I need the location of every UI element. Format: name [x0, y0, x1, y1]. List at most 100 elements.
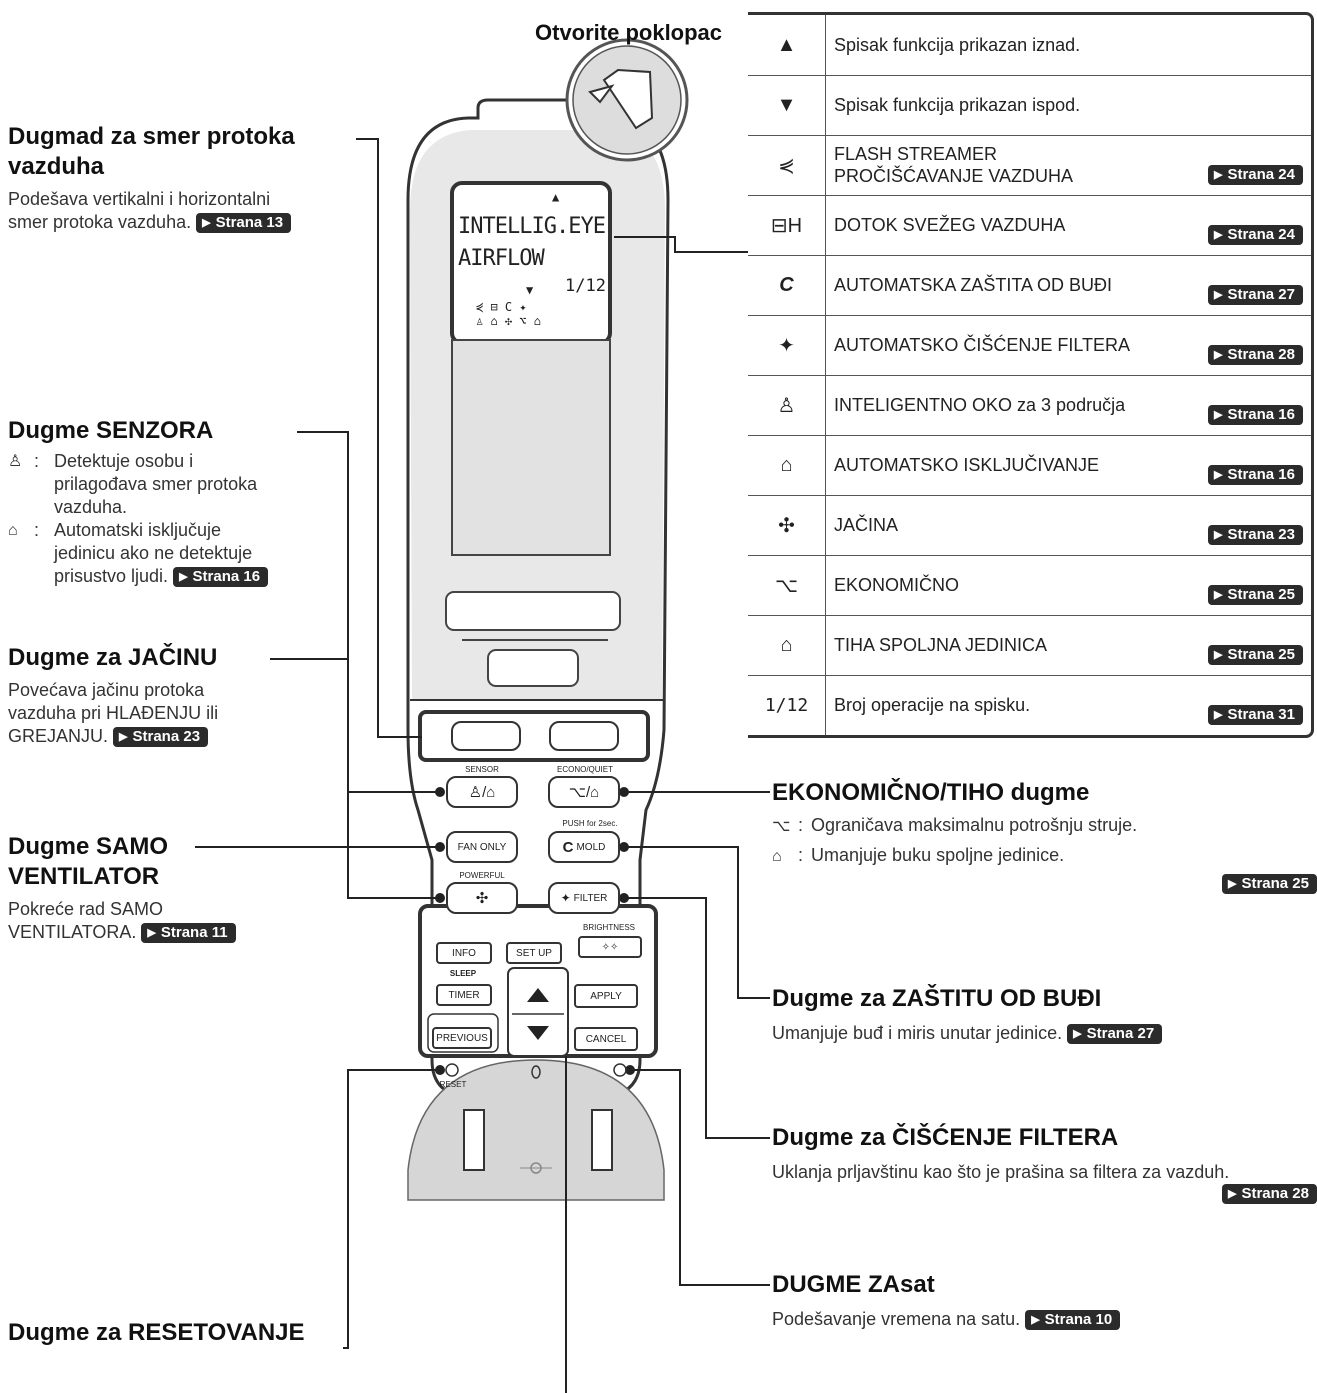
brightness-button[interactable]: ✧✧ — [578, 936, 642, 958]
table-page-badge[interactable]: Strana 28 — [1207, 345, 1303, 365]
filter-button-label: FILTER — [573, 892, 608, 904]
fan-only-desc-line2: VENTILATORA. — [8, 922, 137, 942]
sensor-item2-line2: jedinicu ako ne detektuje — [54, 543, 253, 563]
up-arrow-icon: ▲ — [748, 15, 826, 75]
table-row: ⌂ TIHA SPOLJNA JEDINICA Strana 25 — [748, 615, 1311, 676]
econo-quiet-section: EKONOMIČNO/TIHO dugme ⌥:Ograničava maksi… — [772, 778, 1317, 894]
airflow-title-line2: vazduha — [8, 153, 105, 180]
econo-label: ECONO/QUIET — [556, 765, 613, 774]
table-row-text-line2: PROČIŠĆAVANJE VAZDUHA — [834, 166, 1074, 186]
table-page-badge[interactable]: Strana 25 — [1207, 585, 1303, 605]
powerful-button[interactable]: ✣ — [446, 882, 518, 914]
quiet-icon: ⌂ — [772, 848, 782, 865]
table-row-text: DOTOK SVEŽEG VAZDUHA — [834, 215, 1066, 235]
sensor-label: SENSOR — [465, 765, 499, 774]
previous-button[interactable]: PREVIOUS — [432, 1027, 492, 1049]
table-row: ⌂ AUTOMATSKO ISKLJUČIVANJE Strana 16 — [748, 435, 1311, 496]
powerful-desc-line2: vazduha pri HLAĐENJU ili — [8, 703, 219, 723]
table-row-text: JAČINA — [834, 515, 899, 535]
fan-only-desc-line1: Pokreće rad SAMO — [8, 899, 164, 919]
table-page-badge[interactable]: Strana 23 — [1207, 525, 1303, 545]
fan-only-title-line2: VENTILATOR — [8, 863, 160, 890]
table-page-badge[interactable]: Strana 16 — [1207, 405, 1303, 425]
econo-item1: Ograničava maksimalnu potrošnju struje. — [811, 815, 1138, 835]
sensor-page-badge[interactable]: Strana 16 — [173, 567, 269, 587]
table-row: ♙ INTELIGENTNO OKO za 3 područja Strana … — [748, 375, 1311, 436]
mold-page-badge[interactable]: Strana 27 — [1067, 1024, 1163, 1044]
fan-only-page-badge[interactable]: Strana 11 — [141, 923, 236, 943]
fan-only-section: Dugme SAMO VENTILATOR Pokreće rad SAMO V… — [8, 832, 328, 944]
fresh-air-icon: ⊟H — [748, 195, 826, 255]
sensor-item2-line1: Automatski isključuje — [54, 520, 222, 540]
sensor-item1-line2: prilagođava smer protoka — [54, 474, 258, 494]
setup-button[interactable]: SET UP — [506, 942, 562, 964]
table-page-badge[interactable]: Strana 31 — [1207, 705, 1303, 725]
reset-section: Dugme za RESETOVANJE — [8, 1318, 358, 1348]
filter-section: Dugme za ČIŠĆENJE FILTERA Uklanja prljav… — [772, 1123, 1317, 1204]
table-row-text: Broj operacije na spisku. — [834, 695, 1031, 715]
lcd-icons: ⋞ ⊟ C ✦♙ ⌂ ✣ ⌥ ⌂ — [476, 300, 542, 328]
down-arrow-icon: ▼ — [748, 75, 826, 135]
sensor-button[interactable]: ♙/⌂ — [446, 776, 518, 808]
table-row-text: AUTOMATSKO ISKLJUČIVANJE — [834, 455, 1100, 475]
sensor-section: Dugme SENZORA ♙: Detektuje osobu i prila… — [8, 416, 348, 588]
table-page-badge[interactable]: Strana 27 — [1207, 285, 1303, 305]
cancel-button[interactable]: CANCEL — [574, 1027, 638, 1051]
fan-only-button[interactable]: FAN ONLY — [446, 831, 518, 863]
lcd-count: 1/12 — [565, 276, 606, 296]
table-row: ⌥ EKONOMIČNO Strana 25 — [748, 555, 1311, 616]
mold-desc: Umanjuje buđ i miris unutar jedinice. — [772, 1023, 1063, 1043]
lcd-line1: INTELLIG.EYE — [458, 214, 606, 239]
intelligent-eye-icon: ♙ — [748, 375, 826, 435]
clock-page-badge[interactable]: Strana 10 — [1025, 1310, 1121, 1330]
table-row-text: INTELIGENTNO OKO za 3 područja — [834, 395, 1126, 415]
table-row-text: EKONOMIČNO — [834, 575, 960, 595]
airflow-horizontal-button[interactable] — [549, 721, 619, 751]
filter-clean-icon: ✦ — [748, 315, 826, 375]
filter-button[interactable]: ✦FILTER — [548, 882, 620, 914]
filter-desc: Uklanja prljavštinu kao što je prašina s… — [772, 1162, 1230, 1182]
reset-title: Dugme za RESETOVANJE — [8, 1319, 305, 1346]
airflow-vertical-button[interactable] — [451, 721, 521, 751]
powerful-page-badge[interactable]: Strana 23 — [113, 727, 209, 747]
flash-streamer-icon: ⋞ — [748, 135, 826, 195]
table-page-badge[interactable]: Strana 16 — [1207, 465, 1303, 485]
econo-quiet-page-badge[interactable]: Strana 25 — [1221, 874, 1317, 894]
econo-icon: ⌥ — [772, 818, 791, 835]
powerful-icon: ✣ — [748, 495, 826, 555]
apply-button[interactable]: APPLY — [574, 984, 638, 1008]
fan-only-title-line1: Dugme SAMO — [8, 833, 169, 860]
lcd-line2: AIRFLOW — [458, 246, 545, 271]
econo-quiet-title: EKONOMIČNO/TIHO dugme — [772, 779, 1090, 806]
airflow-desc-line1: Podešava vertikalni i horizontalni — [8, 189, 271, 209]
intelligent-eye-icon: ♙ — [8, 453, 23, 470]
auto-off-icon: ⌂ — [8, 522, 18, 539]
list-number: 1/12 — [748, 675, 826, 735]
push-label: PUSH for 2sec. — [562, 819, 618, 828]
airflow-section: Dugmad za smer protoka vazduha Podešava … — [8, 122, 368, 234]
clock-title: DUGME ZAsat — [772, 1271, 935, 1298]
table-row-text-line1: FLASH STREAMER — [834, 144, 998, 164]
powerful-desc-line1: Povećava jačinu protoka — [8, 680, 205, 700]
clock-section: DUGME ZAsat Podešavanje vremena na satu.… — [772, 1270, 1317, 1331]
info-button[interactable]: INFO — [436, 942, 492, 964]
table-page-badge[interactable]: Strana 25 — [1207, 645, 1303, 665]
mold-section: Dugme za ZAŠTITU OD BUĐI Umanjuje buđ i … — [772, 984, 1317, 1045]
table-row-text: TIHA SPOLJNA JEDINICA — [834, 635, 1048, 655]
econo-quiet-button[interactable]: ⌥/⌂ — [548, 776, 620, 808]
table-page-badge[interactable]: Strana 24 — [1207, 225, 1303, 245]
airflow-page-badge[interactable]: Strana 13 — [196, 213, 292, 233]
table-page-badge[interactable]: Strana 24 — [1207, 165, 1303, 185]
econo-icon: ⌥ — [748, 555, 826, 615]
table-row: 1/12 Broj operacije na spisku. Strana 31 — [748, 675, 1311, 735]
mold-title: Dugme za ZAŠTITU OD BUĐI — [772, 985, 1102, 1012]
filter-page-badge[interactable]: Strana 28 — [1221, 1184, 1317, 1204]
table-row: ▲ Spisak funkcija prikazan iznad. — [748, 15, 1311, 76]
lcd-down-arrow: ▼ — [526, 283, 534, 297]
sensor-title: Dugme SENZORA — [8, 417, 214, 444]
timer-button[interactable]: TIMER — [436, 984, 492, 1006]
table-row: C AUTOMATSKA ZAŠTITA OD BUĐI Strana 27 — [748, 255, 1311, 316]
powerful-section: Dugme za JAČINU Povećava jačinu protoka … — [8, 643, 328, 748]
